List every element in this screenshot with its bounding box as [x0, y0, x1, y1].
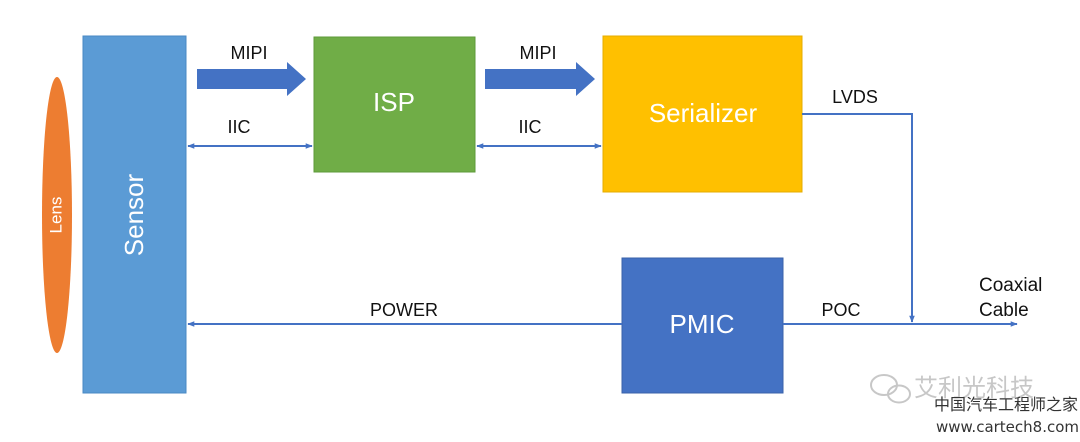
isp-label: ISP	[373, 87, 415, 117]
sensor-label: Sensor	[119, 173, 149, 256]
mipi-label-isp-serializer: MIPI	[519, 43, 556, 63]
iic-label-sensor-isp: IIC	[227, 117, 250, 137]
iic-label-isp-serializer: IIC	[518, 117, 541, 137]
mipi-label-sensor-isp: MIPI	[230, 43, 267, 63]
coaxial-cable-label-line2: Cable	[979, 300, 1029, 321]
mipi-arrow-isp-serializer	[485, 62, 595, 96]
pmic-label: PMIC	[670, 309, 735, 339]
sensor-block	[82, 35, 187, 394]
watermark-site-name: 中国汽车工程师之家	[934, 395, 1078, 414]
mipi-arrow-sensor-isp	[197, 62, 306, 96]
watermark-url: www.cartech8.com	[936, 418, 1079, 436]
wechat-icon	[870, 374, 911, 404]
poc-label: POC	[821, 300, 860, 320]
lvds-line	[802, 113, 915, 323]
watermark-brand: 艾利光科技	[914, 374, 1034, 402]
isp-block	[313, 36, 476, 173]
pmic-block	[621, 257, 784, 394]
lens-shape	[42, 77, 72, 353]
power-label: POWER	[370, 300, 438, 320]
lens-label: Lens	[46, 197, 65, 234]
coaxial-cable-label-line1: Coaxial	[979, 275, 1042, 296]
serializer-label: Serializer	[649, 98, 758, 128]
lvds-label: LVDS	[832, 87, 878, 107]
watermark: 艾利光科技	[870, 374, 1034, 404]
